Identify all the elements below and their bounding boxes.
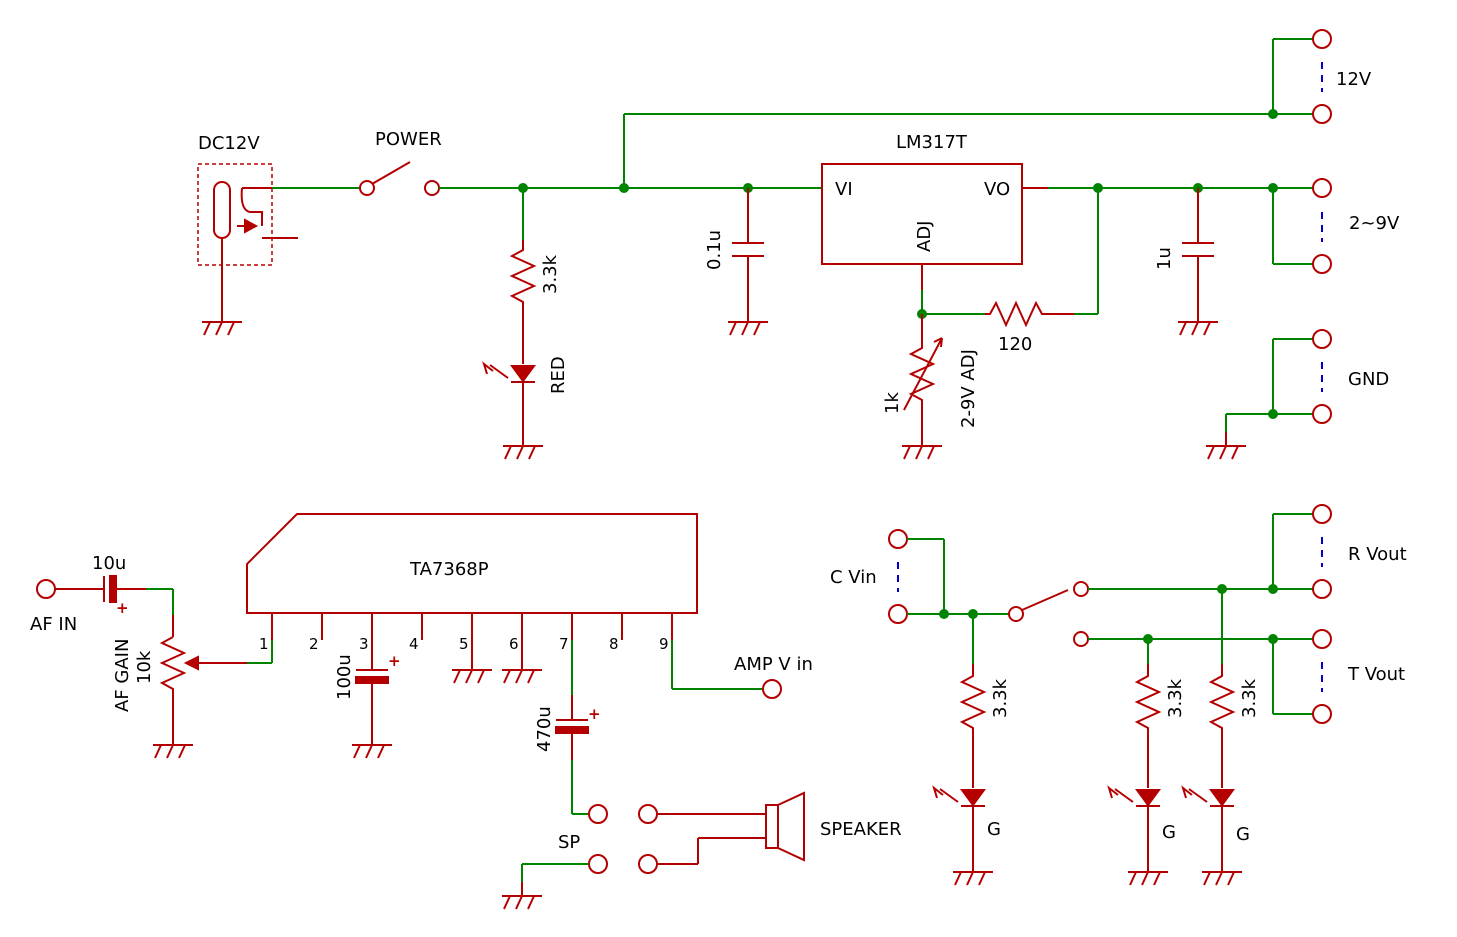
sp-label: SP [558, 832, 580, 853]
output-selector-switch[interactable] [1008, 581, 1089, 647]
input-cap-label: 10u [92, 553, 126, 574]
ic-label: TA7368P [409, 559, 489, 580]
ic-pin-number: 4 [409, 635, 419, 653]
terminal-adj-b[interactable] [1312, 254, 1332, 274]
speaker-terminal-b[interactable] [638, 854, 658, 874]
tvout-terminal-a[interactable] [1312, 629, 1332, 649]
gain-value-label: 10k [134, 650, 155, 684]
selector-led-label: G [987, 819, 1001, 840]
supply-terminals: 12V 2~9V GND [1312, 29, 1400, 424]
rvout-label: R Vout [1348, 544, 1407, 565]
terminal-12v-a[interactable] [1312, 29, 1332, 49]
ic-pin-number: 9 [659, 635, 669, 653]
pot-value-label: 1k [882, 392, 903, 414]
out-adj-label: 2~9V [1349, 213, 1400, 234]
cvin-terminal-a[interactable] [888, 529, 908, 549]
terminal-adj-a[interactable] [1312, 178, 1332, 198]
input-capacitor: 0.1u [704, 188, 769, 336]
regulator-pin-vo: VO [984, 179, 1010, 200]
gain-label: AF GAIN [112, 639, 133, 712]
power-supply-section: DC12V POWER 3.3k RED [197, 29, 1400, 460]
pin3-cap-label: 100u [334, 654, 355, 700]
amp-vin-terminal[interactable] [762, 679, 782, 699]
power-led-label: RED [548, 356, 569, 394]
af-in-label: AF IN [30, 614, 77, 635]
cvin-label: C Vin [830, 567, 877, 588]
selector-resistor-label: 3.3k [990, 678, 1011, 718]
out-12v-label: 12V [1336, 69, 1372, 90]
selector-led-label: G [1236, 824, 1250, 845]
terminal-12v-b[interactable] [1312, 104, 1332, 124]
sp-terminal-b[interactable] [588, 854, 608, 874]
selector-led-label: G [1162, 822, 1176, 843]
ic-pin-number: 5 [459, 635, 469, 653]
tvout-label: T Vout [1347, 664, 1405, 685]
lm317-regulator: LM317T VI VO ADJ [821, 132, 1048, 290]
rvout-terminal-b[interactable] [1312, 579, 1332, 599]
ic-pin-number: 7 [559, 635, 569, 653]
cin-label: 0.1u [704, 230, 725, 270]
selector-resistor-label: 3.3k [1165, 678, 1186, 718]
ic-pin-number: 2 [309, 635, 319, 653]
adjust-network: 120 1k 2-9V ADJ [882, 188, 1099, 460]
led-resistor-label: 3.3k [540, 254, 561, 294]
power-switch: POWER [272, 129, 442, 196]
feedback-resistor-label: 120 [998, 334, 1032, 355]
ta7368p-ic: TA7368P 1 2 3 4 5 6 7 8 9 [246, 513, 698, 653]
output-capacitor: 1u [1154, 188, 1219, 336]
selector-resistor-label: 3.3k [1239, 678, 1260, 718]
af-gain-pot: AF GAIN 10k [112, 615, 247, 759]
terminal-gnd-a[interactable] [1312, 329, 1332, 349]
ic-pin-number: 8 [609, 635, 619, 653]
indicator-led-branch: 3.3kG [1181, 664, 1260, 886]
speaker-terminal-a[interactable] [638, 804, 658, 824]
svg-text:+: + [588, 705, 601, 723]
speaker-label: SPEAKER [820, 819, 902, 840]
svg-text:+: + [116, 599, 129, 617]
pin7-capacitor: + 470u [534, 640, 601, 815]
ic-pin-number: 6 [509, 635, 519, 653]
switch-label: POWER [375, 129, 442, 150]
ic-pin-number: 1 [259, 635, 269, 653]
pin3-capacitor: + 100u [334, 640, 401, 759]
out-gnd-label: GND [1348, 369, 1389, 390]
regulator-label: LM317T [896, 132, 968, 153]
svg-text:+: + [388, 652, 401, 670]
jack-label: DC12V [198, 133, 260, 154]
terminal-gnd-b[interactable] [1312, 404, 1332, 424]
speaker: SPEAKER [638, 791, 902, 874]
amp-vin-label: AMP V in [734, 654, 813, 675]
power-led-branch: 3.3k RED [482, 188, 569, 460]
amplifier-section: AF IN + 10u AF GAIN 10k TA7368P 1 2 3 4 5 6 7 8… [30, 513, 902, 910]
indicator-led-branch: 3.3kG [1107, 664, 1186, 886]
regulator-pin-adj: ADJ [914, 221, 935, 252]
ic-pin-number: 3 [359, 635, 369, 653]
input-capacitor-10u: + 10u [92, 553, 146, 617]
cvin-terminal-b[interactable] [888, 604, 908, 624]
af-in-terminal[interactable] [36, 579, 56, 599]
tvout-terminal-b[interactable] [1312, 704, 1332, 724]
pin7-cap-label: 470u [534, 706, 555, 752]
sp-terminal-a[interactable] [588, 804, 608, 824]
cout-label: 1u [1154, 247, 1175, 270]
regulator-pin-vi: VI [835, 179, 853, 200]
indicator-led-branch: 3.3kG [932, 664, 1011, 886]
pot-adjust-label: 2-9V ADJ [958, 349, 979, 428]
dc-jack: DC12V [197, 133, 298, 336]
rvout-terminal-a[interactable] [1312, 504, 1332, 524]
